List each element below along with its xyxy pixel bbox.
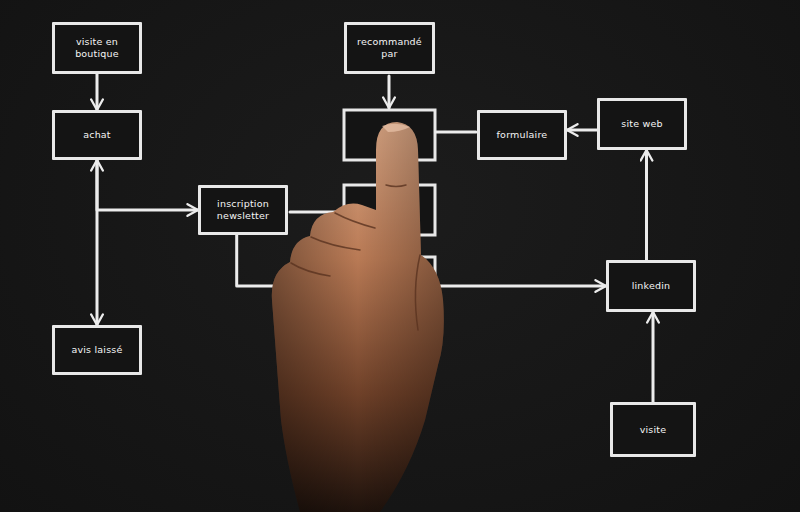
box-label: visite xyxy=(640,424,667,436)
box-label: visite en boutique xyxy=(62,36,132,60)
hand xyxy=(272,122,444,512)
process-box: recommandé par xyxy=(344,22,435,74)
chalk-line xyxy=(436,131,476,134)
process-box: linkedin xyxy=(606,260,696,312)
chalk-arrow xyxy=(388,76,391,108)
flow-arrow xyxy=(97,160,198,210)
box-label: achat xyxy=(83,129,111,141)
process-box: formulaire xyxy=(477,110,567,160)
process-box: visite xyxy=(610,402,696,457)
finger-crease xyxy=(335,213,375,228)
process-box: inscription newsletter xyxy=(198,185,288,235)
knuckle-line xyxy=(386,185,406,187)
process-box: achat xyxy=(52,110,142,160)
flow-arrow xyxy=(567,129,597,132)
hand-shade xyxy=(272,122,444,512)
flow-arrow xyxy=(652,312,655,402)
box-label: inscription newsletter xyxy=(208,198,278,222)
flow-arrow xyxy=(645,150,648,260)
box-label: avis laissé xyxy=(71,344,122,356)
process-box: visite en boutique xyxy=(52,22,142,74)
box-label: linkedin xyxy=(632,280,671,292)
box-label: site web xyxy=(621,118,662,130)
box-label: formulaire xyxy=(497,129,548,141)
thumb-line xyxy=(415,255,420,330)
process-box: avis laissé xyxy=(52,325,142,375)
fingernail xyxy=(382,124,410,132)
process-box: site web xyxy=(597,98,687,150)
box-label: recommandé par xyxy=(354,36,425,60)
flow-arrow xyxy=(96,74,99,110)
finger-crease xyxy=(291,263,330,276)
finger-crease xyxy=(311,237,360,250)
